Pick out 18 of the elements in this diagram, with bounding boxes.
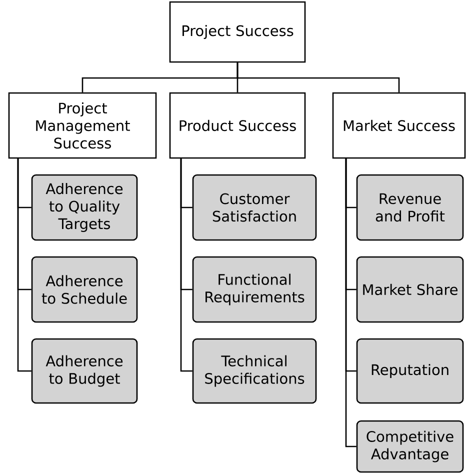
connector-line bbox=[236, 62, 400, 92]
connector-line bbox=[345, 158, 356, 448]
item-box: Adherence to Budget bbox=[31, 338, 138, 404]
item-box: Reputation bbox=[356, 338, 464, 404]
item-box: Market Share bbox=[356, 256, 464, 323]
heading-box: Project Success bbox=[169, 1, 306, 63]
category-box: Project Management Success bbox=[8, 92, 157, 159]
connector-line bbox=[180, 158, 192, 372]
item-box: Competitive Advantage bbox=[356, 420, 464, 473]
item-box: Adherence to Schedule bbox=[31, 256, 138, 323]
item-box: Customer Satisfaction bbox=[192, 174, 317, 241]
connector-line bbox=[17, 158, 32, 372]
item-box: Functional Requirements bbox=[192, 256, 317, 323]
item-box: Adherence to Quality Targets bbox=[31, 174, 138, 241]
category-box: Product Success bbox=[169, 92, 306, 159]
item-box: Technical Specifications bbox=[192, 338, 317, 404]
item-box: Revenue and Profit bbox=[356, 174, 464, 241]
category-box: Market Success bbox=[332, 92, 466, 159]
